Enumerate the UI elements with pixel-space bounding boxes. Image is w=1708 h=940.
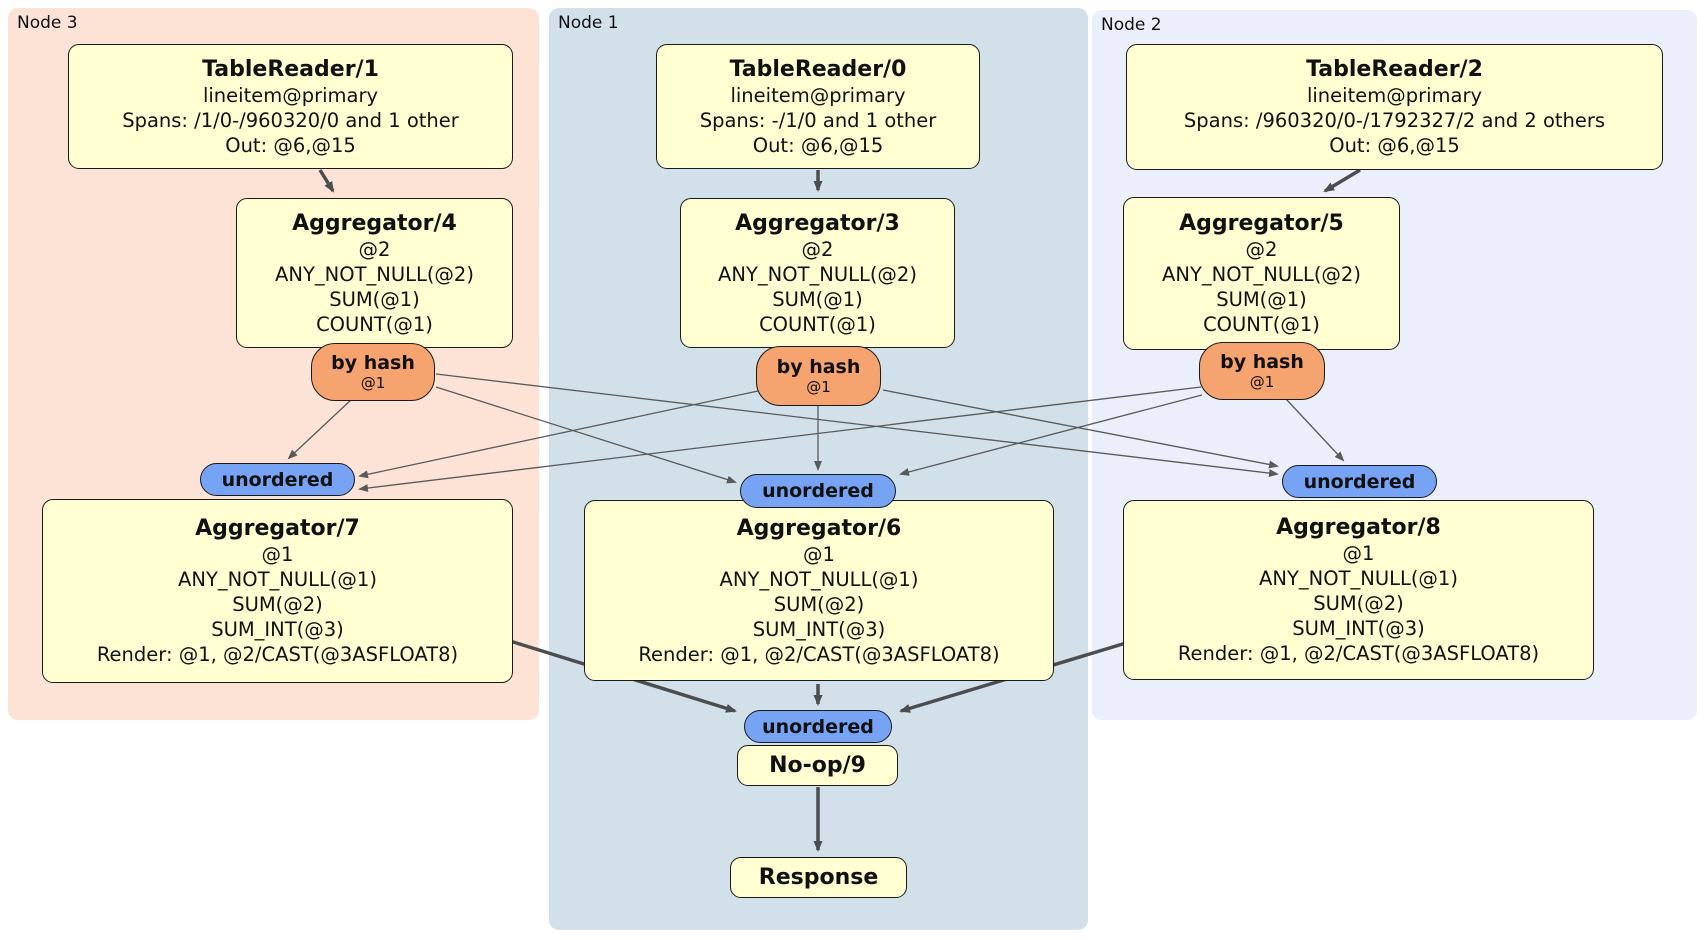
processor-aggregator-8: Aggregator/8 @1 ANY_NOT_NULL(@1) SUM(@2)… [1123, 500, 1594, 680]
sync-unordered-noop9: unordered [744, 710, 892, 743]
processor-line: ANY_NOT_NULL(@2) [718, 262, 917, 286]
processor-line: @1 [803, 542, 835, 566]
processor-line: SUM(@1) [329, 287, 420, 311]
processor-title: No-op/9 [769, 753, 866, 778]
sync-unordered-aggregator7: unordered [200, 463, 355, 496]
processor-noop-9: No-op/9 [737, 745, 898, 786]
processor-line: SUM(@2) [232, 593, 323, 616]
processor-line: Spans: -/1/0 and 1 other [699, 108, 937, 132]
processor-line: Render: @1, @2/CAST(@3ASFLOAT8) [1177, 642, 1540, 665]
processor-response: Response [730, 857, 907, 898]
group-node1-label: Node 1 [558, 13, 619, 33]
processor-tablereader-0: TableReader/0 lineitem@primary Spans: -/… [656, 44, 980, 169]
processor-title: Aggregator/5 [1179, 211, 1344, 236]
sync-label: unordered [762, 480, 874, 502]
processor-title: Response [758, 865, 879, 890]
processor-title: TableReader/1 [202, 56, 379, 82]
edge-router5-sync8 [1285, 398, 1345, 462]
processor-line: Spans: /960320/0-/1792327/2 and 2 others [1183, 109, 1606, 132]
processor-line: Out: @6,@15 [225, 133, 356, 157]
processor-line: lineitem@primary [202, 83, 379, 107]
sync-label: unordered [221, 468, 334, 491]
processor-line: SUM(@2) [773, 592, 865, 616]
sync-label: unordered [1303, 470, 1416, 493]
edge-router4-sync7 [287, 398, 353, 460]
processor-line: Render: @1, @2/CAST(@3ASFLOAT8) [96, 643, 459, 666]
processor-title: Aggregator/4 [292, 210, 457, 236]
processor-line: ANY_NOT_NULL(@2) [1162, 263, 1361, 286]
router-by-hash-aggregator4: by hash @1 [311, 343, 435, 401]
processor-line: SUM(@1) [772, 287, 863, 311]
processor-line: SUM_INT(@3) [1292, 617, 1425, 640]
processor-line: COUNT(@1) [316, 312, 433, 336]
processor-title: TableReader/0 [729, 56, 907, 82]
processor-line: COUNT(@1) [759, 312, 876, 336]
group-node2-label: Node 2 [1101, 15, 1162, 35]
processor-title: Aggregator/3 [735, 210, 900, 236]
group-node3-label: Node 3 [17, 13, 78, 33]
processor-line: ANY_NOT_NULL(@1) [719, 567, 919, 591]
processor-line: ANY_NOT_NULL(@1) [178, 568, 377, 591]
processor-line: @2 [358, 237, 391, 261]
processor-line: ANY_NOT_NULL(@2) [275, 262, 474, 286]
processor-line: Out: @6,@15 [1329, 134, 1460, 157]
processor-title: Aggregator/7 [195, 516, 360, 541]
processor-line: lineitem@primary [1306, 84, 1483, 107]
processor-line: @1 [261, 543, 294, 566]
processor-line: COUNT(@1) [1203, 313, 1320, 336]
edge-router3-sync7 [358, 390, 759, 479]
processor-aggregator-3: Aggregator/3 @2 ANY_NOT_NULL(@2) SUM(@1)… [680, 198, 955, 348]
processor-line: @1 [1342, 542, 1375, 565]
router-detail: @1 [806, 378, 831, 396]
sync-unordered-aggregator6: unordered [740, 474, 896, 508]
edge-router3-sync8 [882, 389, 1279, 469]
sync-label: unordered [762, 715, 874, 738]
router-label: by hash [331, 352, 415, 374]
processor-aggregator-4: Aggregator/4 @2 ANY_NOT_NULL(@2) SUM(@1)… [236, 198, 513, 348]
processor-line: SUM(@2) [1313, 592, 1404, 615]
edge-router5-sync7 [358, 386, 1202, 493]
processor-line: SUM_INT(@3) [211, 618, 344, 641]
router-label: by hash [776, 356, 861, 378]
sync-unordered-aggregator8: unordered [1282, 465, 1437, 498]
router-detail: @1 [360, 374, 386, 392]
router-label: by hash [1220, 351, 1304, 373]
processor-line: Out: @6,@15 [752, 133, 884, 157]
processor-tablereader-1: TableReader/1 lineitem@primary Spans: /1… [68, 44, 513, 169]
processor-aggregator-6: Aggregator/6 @1 ANY_NOT_NULL(@1) SUM(@2)… [584, 500, 1054, 681]
processor-tablereader-2: TableReader/2 lineitem@primary Spans: /9… [1126, 44, 1663, 170]
processor-line: ANY_NOT_NULL(@1) [1259, 567, 1458, 590]
processor-title: Aggregator/6 [736, 515, 902, 541]
processor-line: @2 [801, 237, 834, 261]
edge-tablereader2-aggregator5 [1323, 168, 1361, 193]
edge-router4-sync8 [435, 373, 1279, 478]
router-by-hash-aggregator5: by hash @1 [1199, 342, 1325, 400]
router-by-hash-aggregator3: by hash @1 [756, 346, 881, 406]
processor-line: Render: @1, @2/CAST(@3ASFLOAT8) [638, 642, 1000, 666]
processor-line: @2 [1245, 238, 1278, 261]
processor-line: lineitem@primary [730, 83, 906, 107]
processor-title: Aggregator/8 [1276, 515, 1441, 540]
router-detail: @1 [1249, 373, 1275, 391]
processor-aggregator-5: Aggregator/5 @2 ANY_NOT_NULL(@2) SUM(@1)… [1123, 197, 1400, 350]
processor-title: TableReader/2 [1306, 57, 1483, 82]
processor-line: SUM_INT(@3) [752, 617, 886, 641]
edge-tablereader1-aggregator4 [318, 169, 335, 193]
processor-line: Spans: /1/0-/960320/0 and 1 other [122, 108, 459, 132]
processor-line: SUM(@1) [1216, 288, 1307, 311]
processor-aggregator-7: Aggregator/7 @1 ANY_NOT_NULL(@1) SUM(@2)… [42, 499, 513, 683]
edge-router4-sync6 [435, 386, 737, 484]
edge-router5-sync6 [899, 394, 1203, 476]
